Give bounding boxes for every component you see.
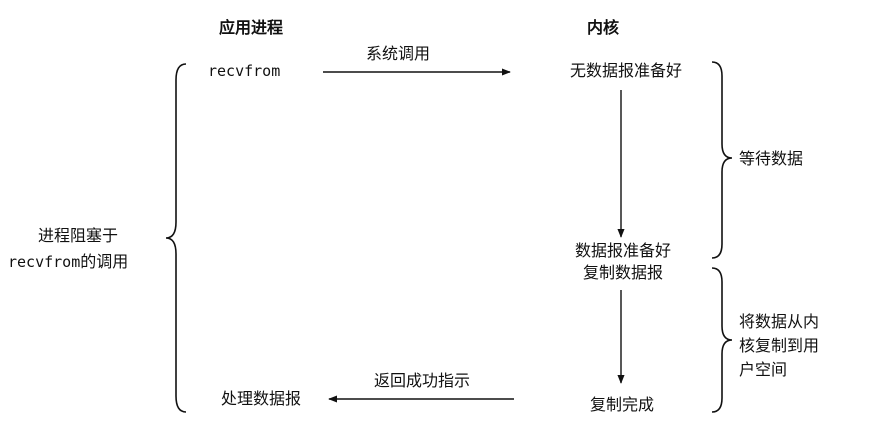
left-blocking-brace <box>165 63 187 413</box>
syscall-label: 系统调用 <box>365 44 431 63</box>
wait-phase-brace <box>711 61 733 259</box>
copy-phase-line1: 将数据从内 <box>739 312 820 331</box>
copy-phase-line3: 户空间 <box>739 360 788 379</box>
kernel-header: 内核 <box>586 18 620 37</box>
no-datagram-ready: 无数据报准备好 <box>569 61 683 80</box>
wait-for-data-label: 等待数据 <box>739 149 804 168</box>
recvfrom-call: recvfrom <box>208 62 281 80</box>
app-process-header: 应用进程 <box>218 18 284 37</box>
blocked-label-line1: 进程阻塞于 <box>38 226 119 245</box>
copy-phase-line2: 核复制到用 <box>739 336 820 355</box>
copy-complete: 复制完成 <box>589 395 655 414</box>
datagram-ready: 数据报准备好 <box>574 241 672 260</box>
copy-phase-brace <box>711 267 733 413</box>
process-datagram-label: 处理数据报 <box>221 389 302 408</box>
copy-datagram: 复制数据报 <box>582 263 664 282</box>
blocked-label-line2: recvfrom的调用 <box>8 252 128 272</box>
return-success-label: 返回成功指示 <box>373 371 471 390</box>
blocked-label-rest: 的调用 <box>80 252 129 271</box>
blocked-label-code: recvfrom <box>8 253 81 271</box>
